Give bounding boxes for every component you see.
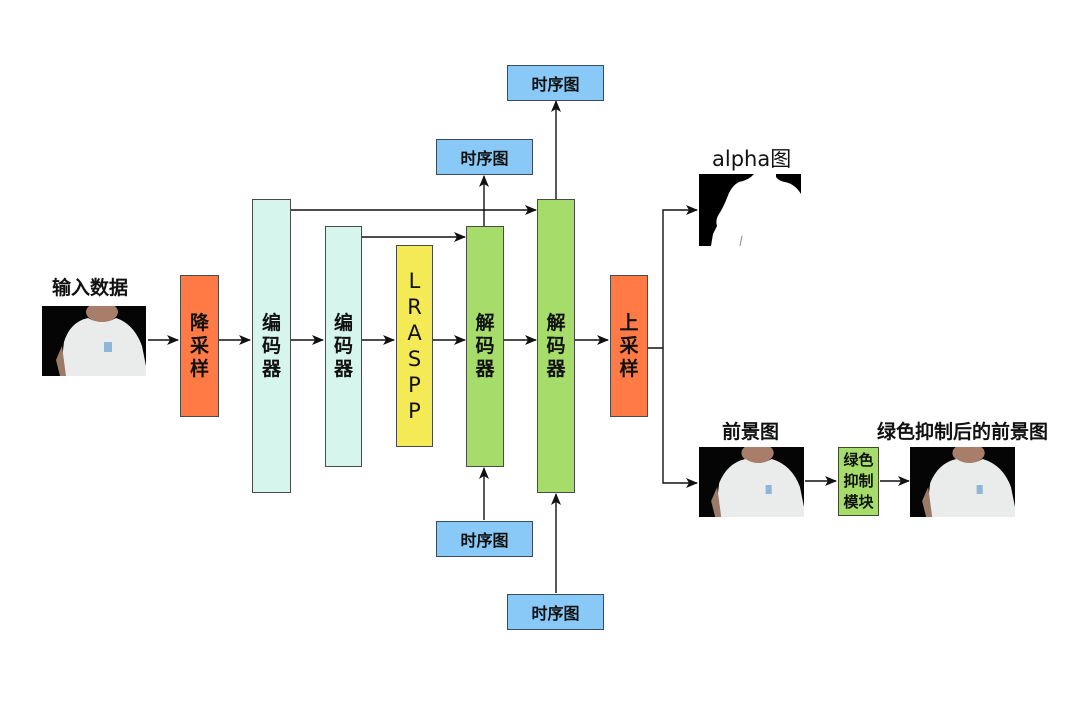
lraspp-block: LRASPP bbox=[396, 245, 433, 447]
input-label: 输入数据 bbox=[52, 277, 129, 299]
alpha-image bbox=[699, 174, 801, 246]
input-image bbox=[42, 306, 146, 376]
final-foreground-image bbox=[910, 447, 1015, 517]
green-suppression-module: 绿色抑制模块 bbox=[838, 447, 879, 516]
lraspp-label: LRASPP bbox=[407, 269, 422, 423]
encoder-block-2: 编码器 bbox=[325, 226, 362, 467]
green-suppression-label: 绿色抑制模块 bbox=[843, 451, 874, 511]
temporal-map-decoder2-top: 时序图 bbox=[507, 65, 604, 101]
encoder-1-label: 编码器 bbox=[262, 311, 282, 380]
foreground-label: 前景图 bbox=[722, 421, 780, 443]
final-foreground-label: 绿色抑制后的前景图 bbox=[877, 421, 1049, 443]
temporal-map-decoder1-top: 时序图 bbox=[436, 139, 533, 175]
foreground-image bbox=[699, 447, 804, 517]
encoder-block-1: 编码器 bbox=[252, 199, 291, 493]
decoder-1-label: 解码器 bbox=[475, 312, 495, 380]
decoder-block-1: 解码器 bbox=[466, 226, 504, 467]
decoder-2-label: 解码器 bbox=[546, 311, 566, 380]
downsample-label: 降采样 bbox=[190, 311, 210, 380]
downsample-block: 降采样 bbox=[180, 275, 219, 417]
temporal-map-decoder1-bottom: 时序图 bbox=[436, 521, 533, 557]
alpha-label: alpha图 bbox=[712, 147, 792, 171]
upsample-block: 上采样 bbox=[610, 275, 648, 417]
upsample-branch bbox=[648, 205, 698, 349]
temporal-map-decoder2-bottom: 时序图 bbox=[507, 594, 604, 630]
encoder-2-label: 编码器 bbox=[334, 312, 354, 380]
upsample-label: 上采样 bbox=[619, 311, 639, 380]
upsample-branch-foreground bbox=[662, 348, 698, 488]
decoder-block-2: 解码器 bbox=[537, 199, 575, 493]
